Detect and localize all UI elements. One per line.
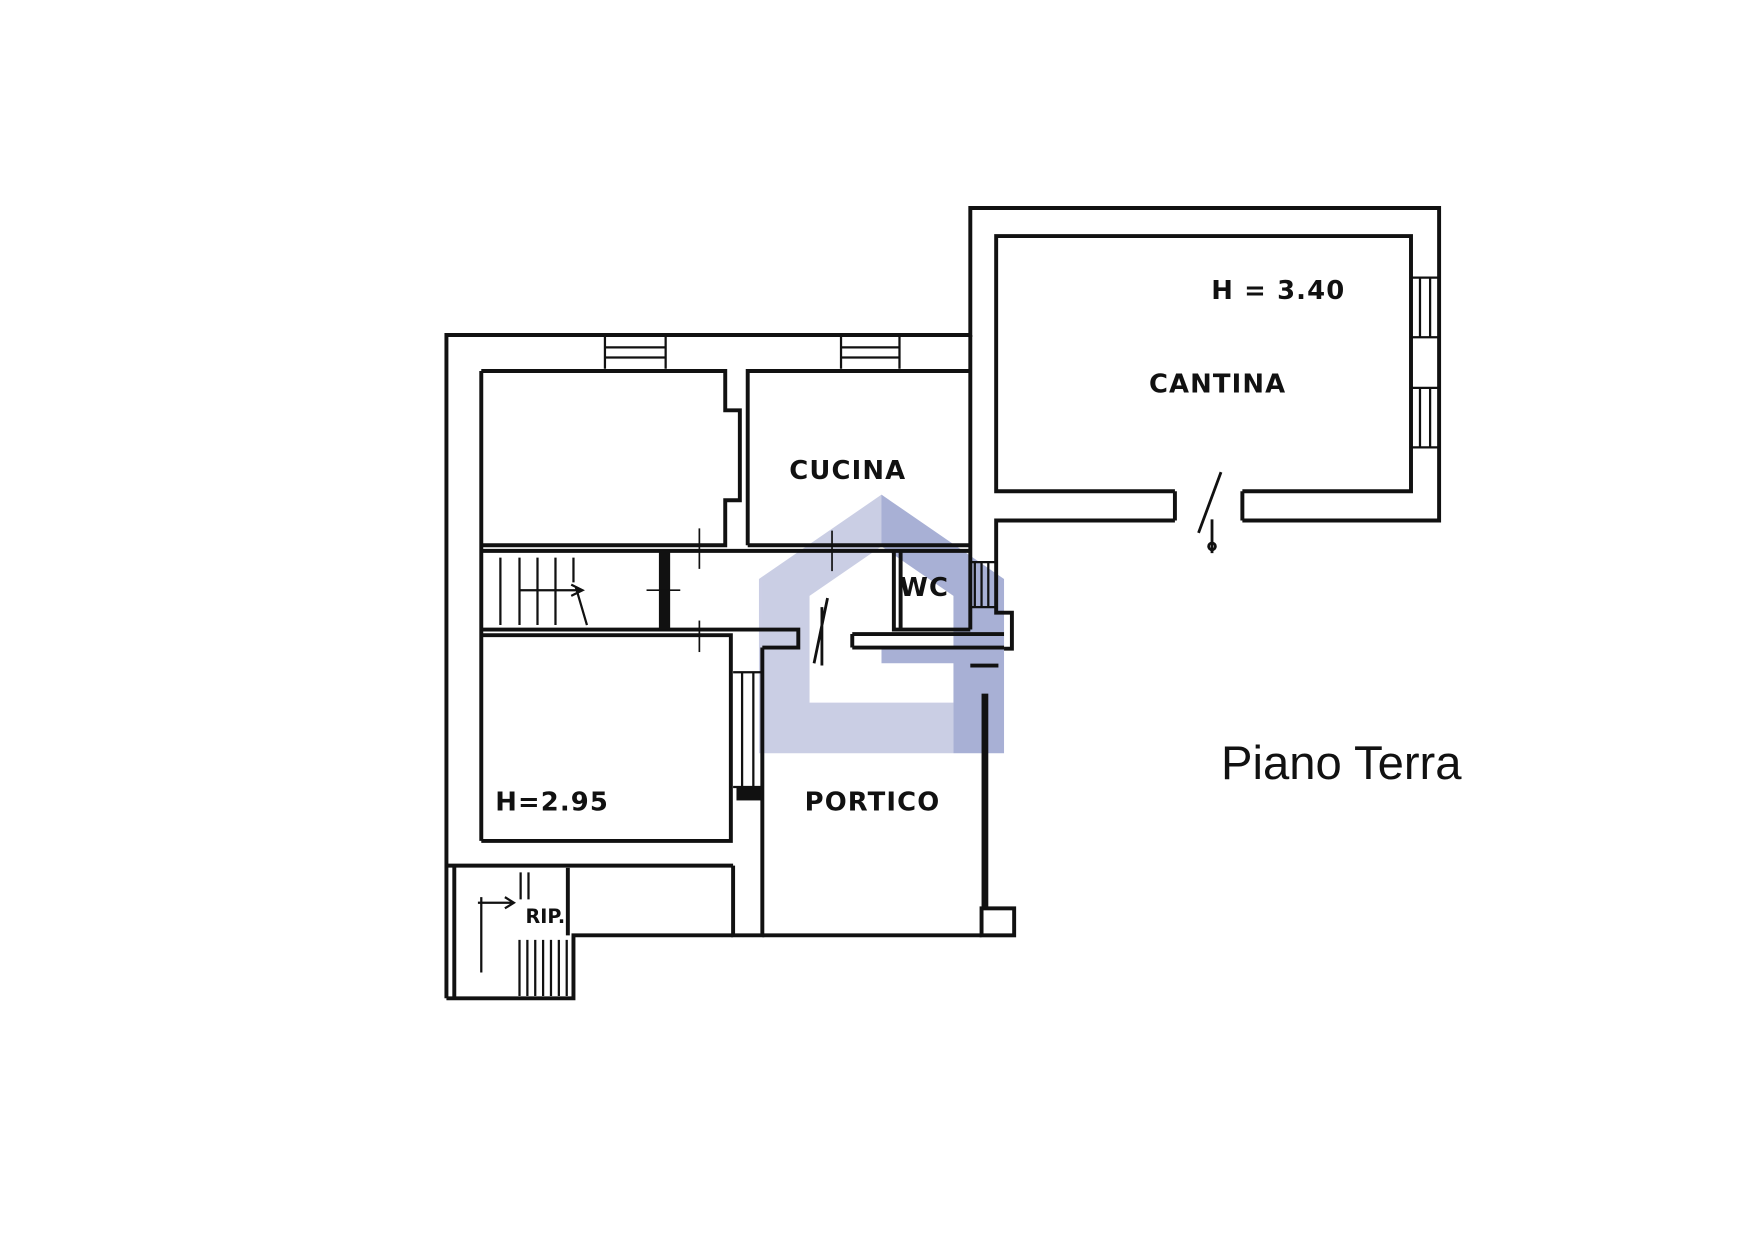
ripostiglio-stairs-steps [518,872,568,997]
portico-edges [762,663,999,938]
corridor-walls [481,548,1005,650]
ripostiglio-label: RIP. [526,905,566,928]
logo-left-part [758,494,954,754]
cellar-door-mark [1207,541,1217,552]
ripostiglio-stairs-direction [477,896,517,973]
cellar-walls [994,234,1413,521]
corridor-door-leaf [812,597,829,666]
floor-title: Piano Terra [1221,737,1462,790]
portico-label: PORTICO [805,788,941,818]
cantina-label: CANTINA [1149,369,1286,399]
window-wc [970,560,997,609]
corridor-stairs-direction [519,583,589,626]
stairs [477,557,589,997]
marker-corridor-right [815,530,849,572]
cantina-height-label: H = 3.40 [1211,276,1345,306]
window-kitchen [839,335,901,369]
left-room-height-label: H=2.95 [495,788,609,818]
kitchen-walls [745,335,973,630]
wc-walls [891,550,971,632]
portico-column [981,693,989,909]
top-left-room-walls [481,369,742,548]
windows [603,276,1440,789]
window-top-left [603,335,667,369]
ripostiglio-walls [446,863,734,1001]
marker-corridor-left [679,528,720,569]
cellar-door-leaf [1197,471,1223,554]
doors [812,471,1223,666]
window-cellar-upper [1410,276,1440,339]
room-labels: H = 3.40 CANTINA CUCINA WC PORTICO H=2.9… [495,276,1462,928]
wc-label: WC [899,573,949,603]
opening-markers [646,528,849,653]
cucina-label: CUCINA [789,456,906,486]
window-portico-side [733,671,763,789]
outer-wall [444,206,1442,999]
logo-right-part [881,494,1005,754]
walls [444,206,1442,1001]
wall-jamb-block [736,786,763,801]
portico-pillar-base [979,906,1017,938]
house-logo-icon [758,494,1005,754]
window-cellar-lower [1410,386,1440,449]
